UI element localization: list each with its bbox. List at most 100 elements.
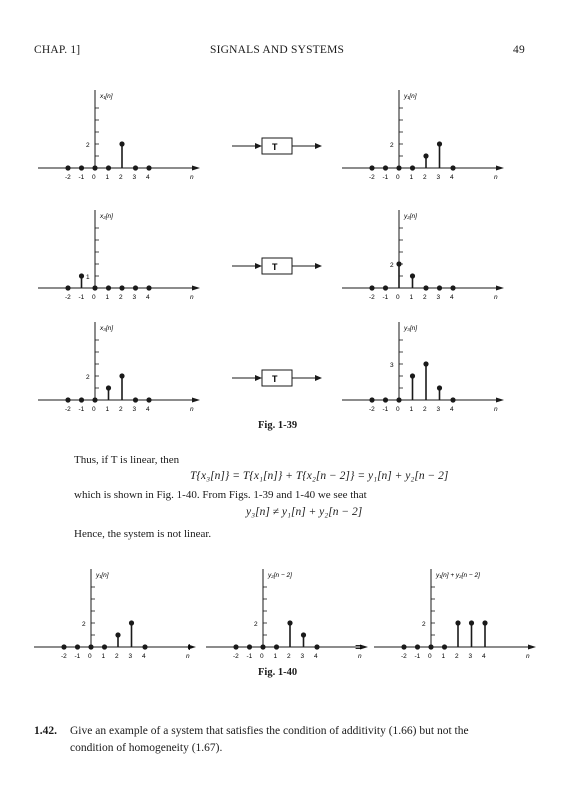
sample-point [119,141,125,147]
intro-text: Thus, if T is linear, then [74,454,180,466]
sample-point [132,397,139,403]
x-tick-label: 1 [274,653,278,660]
y-tick-label: 2 [86,374,90,381]
sample-point [146,165,152,171]
x-tick-label: 2 [115,653,119,660]
x-tick-label: -1 [415,653,421,660]
signal-label: x₁[n] [99,93,113,100]
x-tick-label: 1 [410,406,414,413]
sample-point [450,165,456,171]
x-tick-label: 3 [301,653,305,660]
system-label: T [272,142,278,152]
sample-point [414,644,421,650]
signal-label: y₂[n − 2] [267,572,292,579]
signal-label: x₂[n] [99,213,113,220]
sample-point [260,644,266,650]
sample-point [105,165,112,171]
x-tick-label: 0 [396,406,400,413]
x-tick-label: 2 [119,294,123,301]
x-tick-label: 4 [450,406,454,413]
sample-point [78,273,85,279]
sample-point [74,644,81,650]
axis-variable-label: n [190,294,194,301]
sample-point [65,165,71,171]
x-tick-label: -2 [369,174,375,181]
axis-variable-label: n [190,174,194,181]
signal-label: x₃[n] [99,325,113,332]
y-tick-label: 2 [254,621,258,628]
problem-text-line-2: condition of homogeneity (1.67). [70,742,223,754]
x-tick-label: 2 [423,294,427,301]
y-tick-label: 3 [390,362,394,369]
x-tick-label: -1 [75,653,81,660]
x-tick-label: 0 [88,653,92,660]
x-tick-label: -1 [383,406,389,413]
axis-arrow-right [496,165,504,171]
axis-arrow-right [496,285,504,291]
y-tick-label: 2 [390,142,394,149]
system-block: T [232,137,322,155]
x-tick-label: 4 [482,653,486,660]
x-tick-label: 0 [428,653,432,660]
sample-point [450,397,456,403]
sample-point [101,644,108,650]
figure-1-39-caption: Fig. 1-39 [258,420,298,431]
signal-label: y₂[n] [403,213,417,220]
signal-label: y₁[n] [95,572,109,579]
x-tick-label: -2 [65,406,71,413]
sample-point [382,397,389,403]
axis-arrow-right [360,644,368,650]
sample-point [401,644,407,650]
x-tick-label: -1 [383,294,389,301]
sample-point [396,165,402,171]
x-tick-label: 2 [423,174,427,181]
axis-arrow-right [192,397,200,403]
system-label: T [272,262,278,272]
sample-point [146,397,152,403]
system-block: T [232,257,322,275]
sample-point [423,285,429,291]
sample-point [65,397,71,403]
x-tick-label: -1 [383,174,389,181]
sample-point [119,373,125,379]
axis-variable-label: n [190,406,194,413]
y-tick-label: 2 [390,262,394,269]
x-tick-label: 0 [92,294,96,301]
sample-point [423,361,429,367]
x-tick-label: 2 [119,406,123,413]
x-tick-label: 1 [102,653,106,660]
x-tick-label: -2 [369,406,375,413]
conclusion-text: Hence, the system is not linear. [74,528,212,540]
y-tick-label: 1 [86,274,90,281]
sample-point [369,165,375,171]
sample-point [450,285,456,291]
sample-point [115,632,121,638]
x-tick-label: 4 [450,174,454,181]
x-tick-label: 0 [92,406,96,413]
x-tick-label: -2 [233,653,239,660]
sample-point [246,644,253,650]
axis-arrow-right [528,644,536,650]
axis-variable-label: n [494,174,498,181]
x-tick-label: -1 [79,294,85,301]
x-tick-label: 3 [469,653,473,660]
x-tick-label: 0 [396,174,400,181]
sample-point [482,620,488,626]
x-tick-label: 3 [437,174,441,181]
x-tick-label: 3 [129,653,133,660]
sample-point [396,397,402,403]
axis-arrow-right [496,397,504,403]
x-tick-label: 4 [146,406,150,413]
x-tick-label: -1 [247,653,253,660]
y-tick-label: 2 [86,142,90,149]
x-tick-label: 3 [437,294,441,301]
x-tick-label: -1 [79,406,85,413]
sample-point [105,385,112,391]
